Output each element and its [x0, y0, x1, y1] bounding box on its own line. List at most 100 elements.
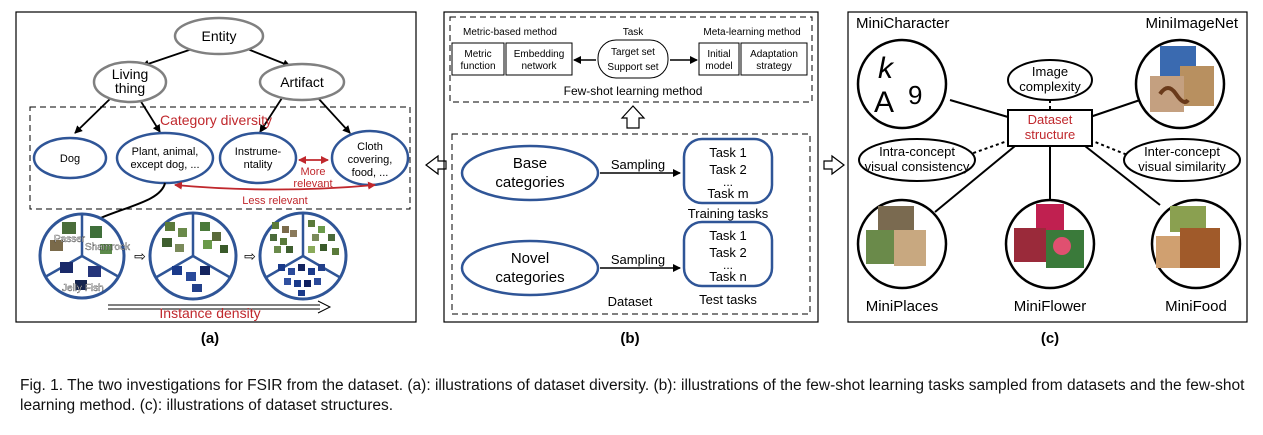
minicharacter-circle: k A 9	[856, 38, 948, 130]
node-cloth-line1: Cloth	[357, 141, 383, 153]
image-complexity-node	[1007, 59, 1093, 101]
base-line2: categories	[495, 174, 564, 191]
node-instr-line1: Instrume-	[235, 146, 282, 158]
hollow-arrow-b-to-a	[425, 154, 447, 176]
initial-line2: model	[705, 61, 732, 72]
miniimagenet-circle	[1134, 38, 1226, 130]
train-task1: Task 1	[709, 145, 747, 160]
dataset-structure-line2: structure	[1025, 127, 1076, 142]
less-relevant-label: Less relevant	[242, 195, 307, 207]
inter-line2: visual similarity	[1138, 159, 1226, 174]
train-dots: ...	[723, 175, 733, 189]
metric-function-box	[451, 42, 505, 76]
more-relevant-line1: More	[300, 166, 325, 178]
less-relevant-arrow	[174, 181, 376, 191]
instance-density-arrowhead	[317, 300, 332, 314]
training-tasks-label: Training tasks	[688, 206, 769, 221]
inter-concept-node	[1123, 138, 1241, 182]
pie-label-passer: Passer	[54, 234, 86, 245]
panel-b: Metric-based method Task Meta-learning m…	[443, 11, 819, 347]
inter-line1: Inter-concept	[1144, 144, 1220, 159]
panel-a-frame	[15, 11, 417, 323]
task-label: Task	[623, 27, 645, 38]
hollow-arrow-up	[620, 105, 646, 129]
meta-learning-label: Meta-learning method	[703, 27, 800, 38]
miniplaces-circle	[856, 198, 948, 290]
handwriting-9: 9	[908, 80, 922, 110]
test-taskn: Task n	[709, 269, 747, 284]
mini-character-title: MiniCharacter	[856, 15, 949, 32]
intra-concept-node	[858, 138, 976, 182]
base-categories-node	[460, 144, 600, 202]
node-plant-animal	[115, 131, 215, 185]
node-dog	[32, 136, 108, 180]
node-entity	[173, 16, 265, 56]
handwriting-a: A	[874, 86, 894, 119]
instance-pie-medium	[148, 211, 238, 301]
node-instr-line2: ntality	[244, 159, 273, 171]
base-sampling-label: Sampling	[611, 157, 665, 172]
instance-pie-dense	[258, 211, 348, 301]
minifood-circle	[1150, 198, 1242, 290]
mini-food-title: MiniFood	[1165, 298, 1227, 315]
dataset-structure-line1: Dataset	[1028, 112, 1073, 127]
instance-pie-sparse: Passer Shamrock Jelly Fish	[38, 212, 131, 300]
support-set-label: Support set	[607, 62, 658, 73]
novel-line2: categories	[495, 269, 564, 286]
panel-b-frame	[443, 11, 819, 323]
adaptation-line1: Adaptation	[750, 49, 798, 60]
figure: Entity Living thing Artifact Category di…	[15, 11, 1248, 347]
pie-label-jellyfish: Jelly Fish	[62, 283, 104, 294]
figure-caption: Fig. 1. The two investigations for FSIR …	[20, 377, 1245, 414]
miniflower-circle	[1004, 198, 1096, 290]
embedding-line1: Embedding	[514, 49, 565, 60]
mini-places-title: MiniPlaces	[866, 298, 939, 315]
metric-function-line2: function	[460, 61, 495, 72]
train-taskm: Task m	[707, 186, 748, 201]
train-task2: Task 2	[709, 162, 747, 177]
link-intra-concept	[964, 139, 1011, 157]
novel-sampling-label: Sampling	[611, 252, 665, 267]
pie-label-shamrock: Shamrock	[85, 242, 131, 253]
handwriting-k: k	[878, 52, 895, 85]
node-dog-label: Dog	[60, 153, 80, 165]
node-artifact	[258, 62, 346, 102]
node-plant-line2: except dog, ...	[130, 159, 199, 171]
novel-categories-node	[460, 239, 600, 297]
link-minicharacter	[949, 99, 1009, 118]
link-miniimagenet	[1089, 99, 1141, 118]
node-artifact-label: Artifact	[280, 74, 324, 90]
hollow-arrow-b-to-c	[823, 154, 845, 176]
mini-flower-title: MiniFlower	[1014, 298, 1087, 315]
image-complexity-line2: complexity	[1019, 79, 1081, 94]
panel-a-label: (a)	[201, 330, 219, 347]
link-inter-concept	[1089, 139, 1131, 157]
base-line1: Base	[513, 155, 547, 172]
dataset-structure-box	[1007, 109, 1093, 147]
panel-c-frame	[847, 11, 1248, 323]
test-task2: Task 2	[709, 245, 747, 260]
intra-line2: visual consistency	[865, 159, 970, 174]
panel-c-label: (c)	[1041, 330, 1059, 347]
fsl-method-box	[449, 16, 813, 103]
node-living-thing	[92, 60, 168, 104]
pie-arrow-2: ⇨	[244, 248, 256, 264]
test-dots: ...	[723, 258, 733, 272]
test-task1: Task 1	[709, 228, 747, 243]
panel-c: MiniCharacter MiniImageNet k A 9 Image c…	[847, 11, 1248, 347]
adaptation-strategy-box	[740, 42, 808, 76]
fsl-method-label: Few-shot learning method	[564, 84, 703, 98]
node-living-line1: Living	[112, 66, 149, 82]
instance-density-label: Instance density	[159, 305, 260, 321]
initial-model-box	[698, 42, 740, 76]
image-complexity-line1: Image	[1032, 64, 1068, 79]
dataset-label: Dataset	[608, 294, 653, 309]
metric-based-label: Metric-based method	[463, 27, 557, 38]
node-plant-line1: Plant, animal,	[132, 146, 199, 158]
embedding-line2: network	[521, 61, 557, 72]
node-living-line2: thing	[115, 80, 145, 96]
novel-line1: Novel	[511, 250, 549, 267]
category-diversity-label: Category diversity	[160, 112, 272, 128]
mini-imagenet-title: MiniImageNet	[1145, 15, 1238, 32]
test-tasks-label: Test tasks	[699, 292, 757, 307]
